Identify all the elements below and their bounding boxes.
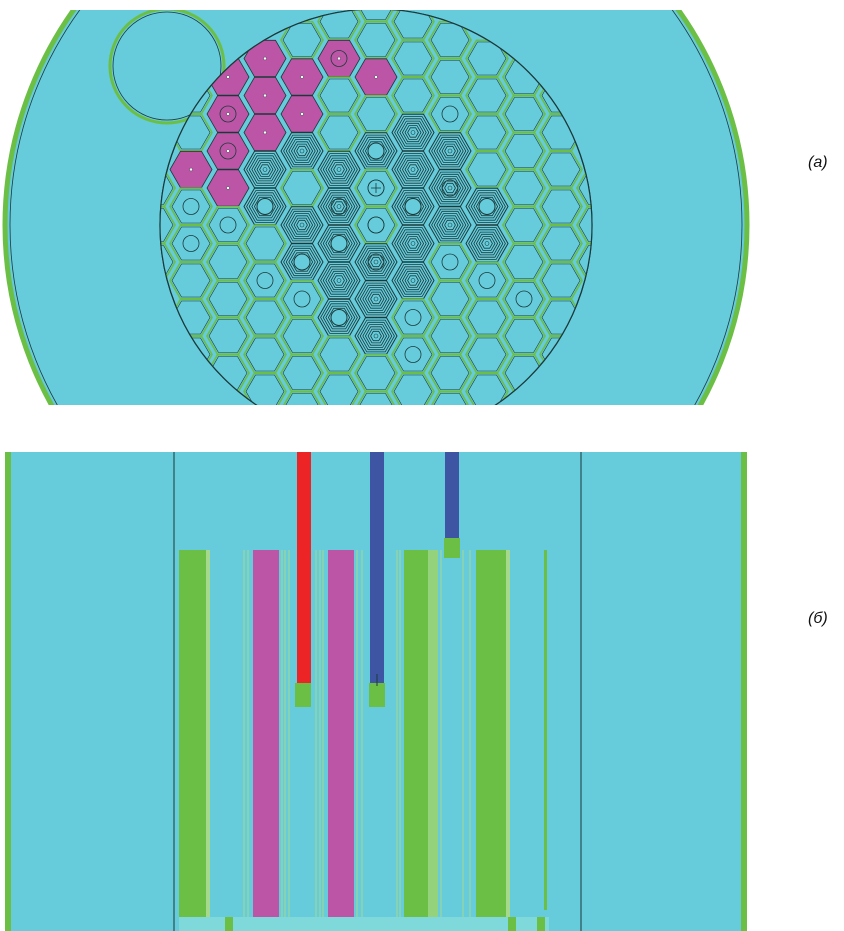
vessel-wall-right xyxy=(741,452,747,931)
fuel-assembly xyxy=(428,95,472,133)
support-foot xyxy=(537,917,545,931)
instrument-channel xyxy=(256,272,274,289)
fuel-column xyxy=(253,550,279,917)
instrument-channel xyxy=(182,198,200,215)
fuel-assembly xyxy=(280,20,324,60)
control-rod-blue xyxy=(370,452,384,683)
fuel-assembly xyxy=(317,261,361,300)
fuel-assembly xyxy=(317,187,361,226)
control-rod-blue-raised xyxy=(445,452,459,538)
instrument-channel xyxy=(441,105,459,123)
fuel-assembly xyxy=(391,261,435,300)
fuel-assembly xyxy=(243,76,287,115)
fuel-assembly xyxy=(243,372,287,405)
panel-label-a: (а) xyxy=(808,154,828,171)
fuel-assembly xyxy=(243,113,287,152)
instrument-channel xyxy=(219,216,237,234)
instrument-channel xyxy=(367,179,385,197)
fuel-assembly xyxy=(317,298,361,337)
fuel-assembly xyxy=(391,113,435,152)
assembly-column xyxy=(404,550,428,917)
instrument-channel xyxy=(293,290,311,308)
assembly-column xyxy=(476,550,506,917)
vessel-inner-wall xyxy=(9,10,743,405)
fuel-assembly xyxy=(206,95,250,133)
fuel-assembly xyxy=(280,58,324,96)
rod-follower xyxy=(295,683,311,707)
core-axial-section-view xyxy=(5,452,747,931)
instrument-channel xyxy=(182,235,200,252)
fuel-assembly xyxy=(280,95,324,133)
reflector-strip xyxy=(544,550,547,910)
bottom-plate xyxy=(179,917,549,931)
auxiliary-channel xyxy=(108,10,226,125)
fuel-assembly xyxy=(354,280,398,318)
rod-follower xyxy=(369,683,385,707)
fuel-assembly xyxy=(206,132,250,170)
fuel-assembly xyxy=(243,187,287,226)
fuel-assembly xyxy=(317,113,361,152)
fuel-assembly xyxy=(317,372,361,405)
rod-follower xyxy=(444,538,460,558)
instrument-channel xyxy=(441,179,459,197)
support-foot xyxy=(508,917,516,931)
fuel-assembly xyxy=(280,169,324,207)
vessel-wall-left xyxy=(5,452,11,931)
fuel-assembly xyxy=(465,150,509,189)
fuel-assembly xyxy=(280,390,324,405)
panel-label-b: (б) xyxy=(808,610,828,627)
fuel-assembly xyxy=(354,20,398,60)
fuel-assembly xyxy=(391,224,435,263)
fuel-assembly xyxy=(280,279,324,319)
support-foot xyxy=(225,917,233,931)
fuel-assembly xyxy=(428,169,472,207)
reflector-edge xyxy=(206,550,210,917)
fuel-assembly xyxy=(354,390,398,405)
fuel-assembly xyxy=(428,132,472,170)
instrument-channel xyxy=(219,105,237,123)
fuel-assembly xyxy=(576,206,592,244)
instrument-channel xyxy=(367,253,385,271)
assembly-stripes xyxy=(428,550,438,917)
control-rod-red xyxy=(297,452,311,683)
fuel-assembly xyxy=(280,206,324,244)
fuel-assembly-lattice xyxy=(160,10,592,405)
fuel-assembly xyxy=(354,132,398,170)
fuel-assembly xyxy=(428,390,472,405)
core-cross-section-view xyxy=(2,10,750,405)
fuel-assembly xyxy=(465,76,509,115)
instrument-channel xyxy=(404,346,422,363)
fuel-assembly xyxy=(465,372,509,405)
fuel-assembly xyxy=(354,317,398,355)
instrument-channel xyxy=(404,198,422,215)
fuel-column xyxy=(328,550,354,917)
instrument-channel xyxy=(219,142,237,160)
fuel-assembly xyxy=(243,39,287,78)
fuel-assembly xyxy=(428,243,472,282)
instrument-channel xyxy=(478,272,496,289)
instrument-channel xyxy=(367,216,385,234)
fuel-assembly xyxy=(354,95,398,133)
fuel-assembly xyxy=(391,150,435,189)
fuel-assembly xyxy=(317,39,361,78)
fuel-assembly xyxy=(243,150,287,189)
fuel-assembly xyxy=(428,206,472,244)
assembly-edge xyxy=(506,550,510,917)
instrument-channel xyxy=(330,50,348,67)
fuel-assembly xyxy=(465,187,509,226)
instrument-channel xyxy=(330,198,348,215)
fuel-assembly xyxy=(317,150,361,189)
instrument-channel xyxy=(515,290,533,308)
fuel-assembly xyxy=(280,243,324,281)
fuel-assembly xyxy=(317,224,361,263)
reflector-column xyxy=(179,550,206,917)
axial-assemblies xyxy=(179,452,549,931)
fuel-assembly xyxy=(391,76,435,115)
fuel-assembly xyxy=(539,187,583,226)
fuel-assembly xyxy=(391,372,435,405)
